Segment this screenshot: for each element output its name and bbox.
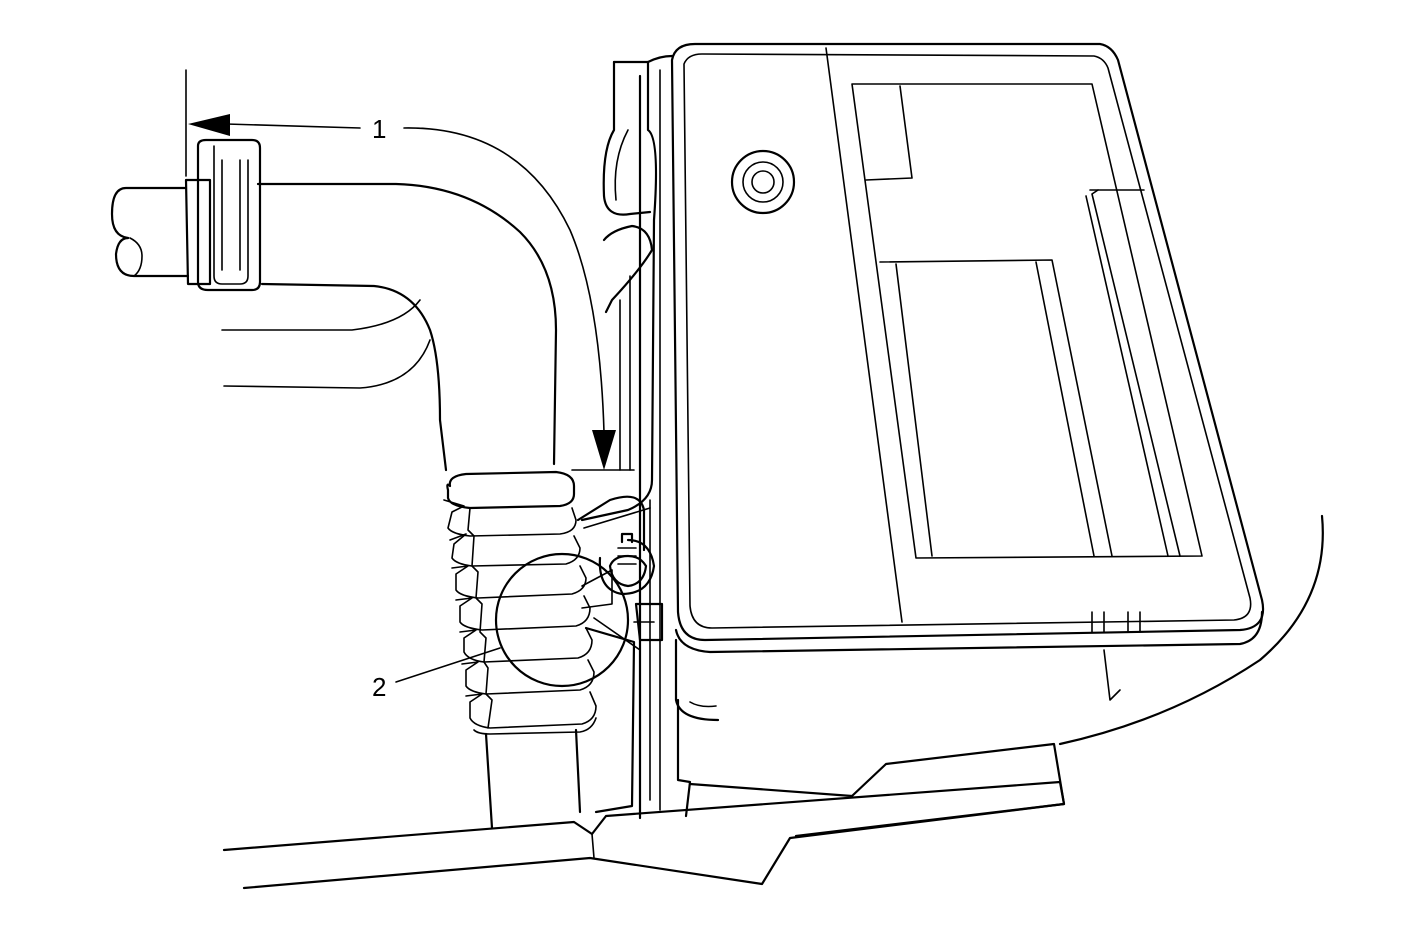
leader-line-1b [403, 127, 605, 433]
fender-curve [1058, 514, 1324, 746]
floor-panel [222, 780, 1066, 890]
housing-box [670, 42, 1265, 838]
detail-circle [494, 552, 630, 688]
arrowhead-left [188, 114, 230, 136]
callout-2: 2 [372, 552, 630, 702]
leader-line-1a [225, 123, 361, 129]
hose-assembly [110, 138, 597, 830]
mounting-bracket [576, 54, 674, 820]
arrowhead-down [592, 430, 616, 470]
leader-line-2 [395, 647, 501, 683]
callout-2-label: 2 [372, 672, 386, 702]
callout-1-label: 1 [372, 114, 386, 144]
callout-1: 1 [185, 69, 635, 471]
